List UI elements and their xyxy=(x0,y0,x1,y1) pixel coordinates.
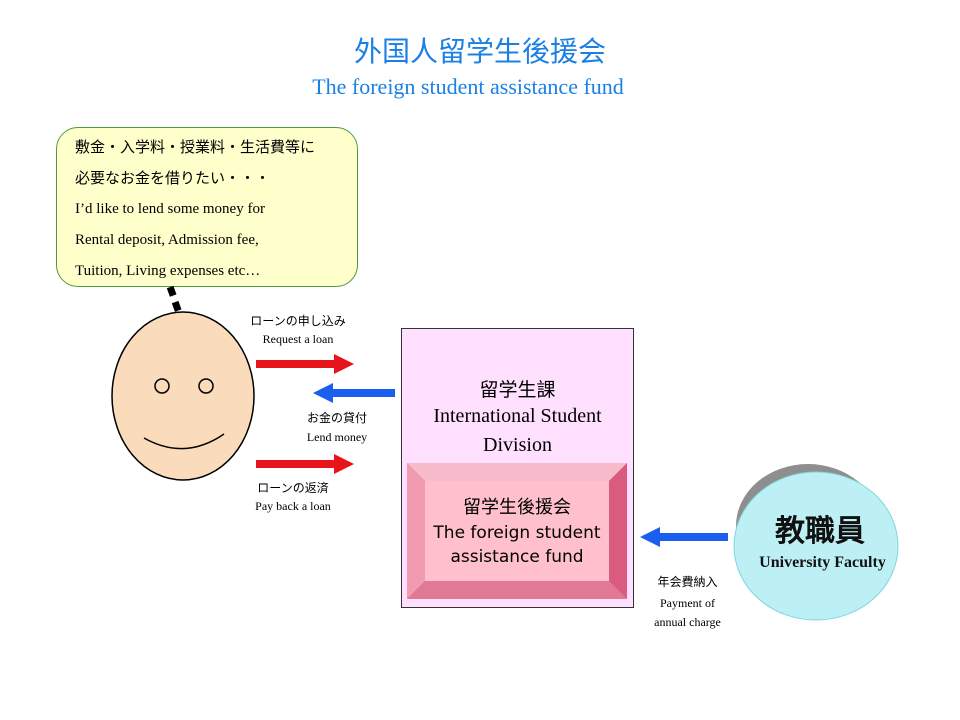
speech-bubble: 敷金・入学料・授業料・生活費等に 必要なお金を借りたい・・・ I’d like … xyxy=(56,127,358,287)
bubble-line-5: Tuition, Living expenses etc… xyxy=(75,263,261,279)
assistance-fund-box xyxy=(407,463,627,599)
fund-name-jp: 留学生後援会 xyxy=(463,497,571,518)
faculty-circle xyxy=(733,464,899,621)
smiley-face-icon xyxy=(111,311,255,481)
payback-label-jp: ローンの返済 xyxy=(257,481,329,495)
bubble-line-3: I’d like to lend some money for xyxy=(75,201,265,217)
bubble-line-2: 必要なお金を借りたい・・・ xyxy=(75,169,271,187)
faculty-name-jp: 教職員 xyxy=(775,514,865,549)
lend-money-arrow xyxy=(313,383,395,403)
lend-label-jp: お金の貸付 xyxy=(306,411,367,425)
division-name-en-line2: Division xyxy=(483,434,552,456)
request-loan-arrow xyxy=(256,354,354,374)
division-name-en-line1: International Student xyxy=(433,405,602,427)
request-label-jp: ローンの申し込み xyxy=(250,314,346,328)
faculty-name-en: University Faculty xyxy=(759,554,886,571)
page-title-jp: 外国人留学生後援会 xyxy=(353,35,606,68)
lend-label-en: Lend money xyxy=(306,430,368,444)
annual-payment-arrow xyxy=(640,527,728,547)
request-label-en: Request a loan xyxy=(262,332,334,346)
payment-label-en-line1: Payment of xyxy=(660,596,715,610)
payment-label-jp: 年会費納入 xyxy=(657,575,718,589)
fund-name-en-line2: assistance fund xyxy=(450,547,584,567)
bubble-line-1: 敷金・入学料・授業料・生活費等に xyxy=(75,138,316,156)
division-name-jp: 留学生課 xyxy=(479,379,556,401)
payback-loan-arrow xyxy=(256,454,354,474)
fund-name-en-line1: The foreign student xyxy=(433,523,601,543)
bubble-line-4: Rental deposit, Admission fee, xyxy=(75,232,259,248)
payment-label-en-line2: annual charge xyxy=(654,615,721,629)
payback-label-en: Pay back a loan xyxy=(255,499,331,513)
page-title-en: The foreign student assistance fund xyxy=(312,74,624,99)
